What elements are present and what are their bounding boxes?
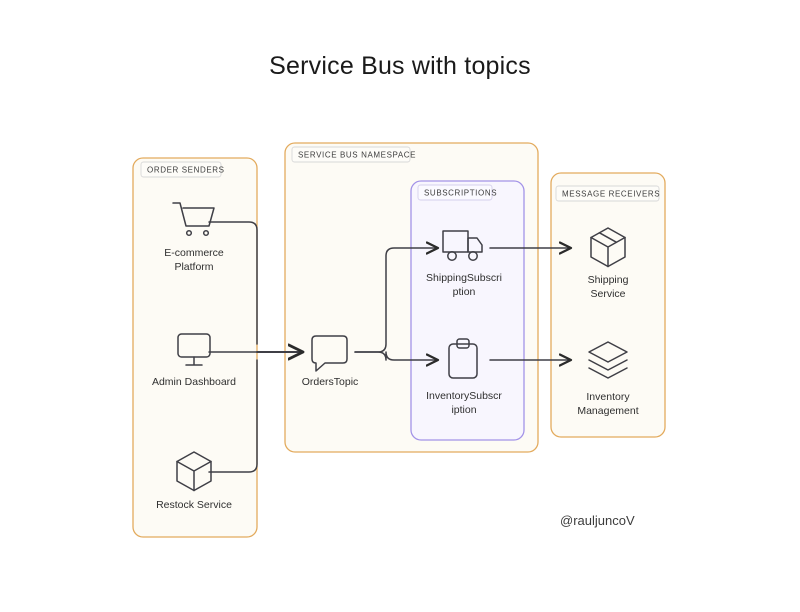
group-subscriptions xyxy=(410,180,525,441)
edge-topic-to-inventory-subscription xyxy=(354,351,438,360)
group-order-senders xyxy=(132,157,258,538)
monitor-icon xyxy=(177,333,211,366)
node-label-shipsub-line1: ShippingSubscri xyxy=(426,272,502,284)
clipboard-icon xyxy=(448,338,478,379)
group-label-order-senders: ORDER SENDERS xyxy=(147,166,225,175)
node-label-ecommerce-line2: Platform xyxy=(174,261,213,273)
page-title: Service Bus with topics xyxy=(269,52,531,80)
group-label-message-receivers: MESSAGE RECEIVERS xyxy=(562,190,660,199)
truck-icon xyxy=(442,230,483,261)
node-label-topic-line1: OrdersTopic xyxy=(302,376,359,388)
group-message-receivers xyxy=(550,172,666,438)
shopping-cart-icon xyxy=(172,202,215,237)
package-box-icon xyxy=(590,227,626,268)
node-label-restock-line1: Restock Service xyxy=(156,499,232,511)
edge-ecommerce-to-topic xyxy=(208,221,258,345)
group-label-service-bus-namespace: SERVICE BUS NAMESPACE xyxy=(298,151,416,160)
message-bubble-icon xyxy=(311,335,348,372)
node-label-invsub-line2: iption xyxy=(451,404,476,416)
node-label-invmgmt-line2: Management xyxy=(577,405,638,417)
node-label-shipsub-line2: ption xyxy=(453,286,476,298)
connectors-layer xyxy=(208,221,571,473)
node-label-invmgmt-line1: Inventory xyxy=(586,391,630,403)
node-label-shipsvc-line1: Shipping xyxy=(588,274,629,286)
author-watermark: @rauljuncoV xyxy=(560,513,635,528)
node-labels-layer: E-commerce Platform Admin Dashboard Rest… xyxy=(152,247,639,511)
node-label-admin-line1: Admin Dashboard xyxy=(152,376,236,388)
layers-stack-icon xyxy=(588,341,628,379)
node-label-invsub-line1: InventorySubscr xyxy=(426,390,502,402)
node-label-ecommerce-line1: E-commerce xyxy=(164,247,224,259)
edge-restock-to-topic xyxy=(208,359,258,473)
group-label-subscriptions: SUBSCRIPTIONS xyxy=(424,189,497,198)
edge-topic-to-shipping-subscription xyxy=(354,248,438,353)
node-label-shipsvc-line2: Service xyxy=(590,288,625,300)
cube-icon xyxy=(176,451,212,492)
group-label-chips: ORDER SENDERS SERVICE BUS NAMESPACE SUBS… xyxy=(140,146,660,202)
